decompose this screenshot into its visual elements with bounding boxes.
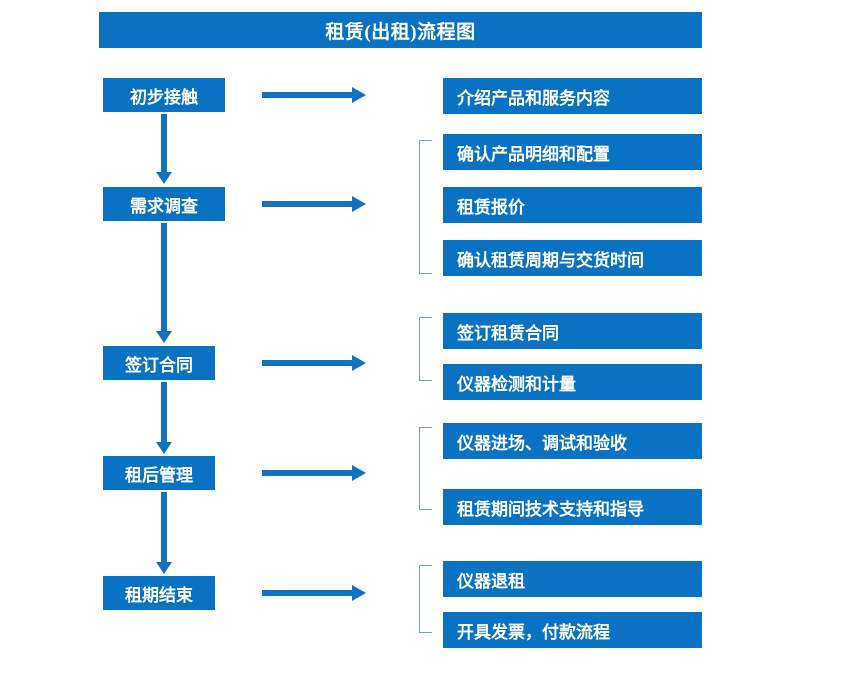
- page-title: 租赁(出租)流程图: [99, 12, 702, 48]
- vertical-arrow-4-5: [155, 492, 173, 574]
- group-bracket-2: [419, 140, 432, 274]
- stage-box-4[interactable]: 租后管理: [103, 456, 215, 490]
- group-bracket-3: [419, 317, 432, 381]
- vertical-arrow-1-2: [155, 114, 173, 184]
- detail-box-4[interactable]: 确认租赁周期与交货时间: [443, 240, 702, 276]
- stage-box-1[interactable]: 初步接触: [103, 78, 225, 112]
- group-bracket-5: [419, 565, 432, 633]
- detail-box-3[interactable]: 租赁报价: [443, 187, 702, 223]
- group-bracket-4: [419, 427, 432, 510]
- stage-box-5[interactable]: 租期结束: [103, 576, 215, 610]
- detail-box-6[interactable]: 仪器检测和计量: [443, 364, 702, 400]
- stage-box-2[interactable]: 需求调查: [103, 187, 225, 221]
- detail-box-5[interactable]: 签订租赁合同: [443, 313, 702, 349]
- vertical-arrow-2-3: [155, 223, 173, 343]
- stage-box-3[interactable]: 签订合同: [103, 346, 215, 380]
- detail-box-8[interactable]: 租赁期间技术支持和指导: [443, 489, 702, 525]
- detail-box-2[interactable]: 确认产品明细和配置: [443, 134, 702, 170]
- detail-box-1[interactable]: 介绍产品和服务内容: [443, 78, 702, 114]
- right-arrow-2: [262, 195, 366, 213]
- vertical-arrow-3-4: [155, 382, 173, 454]
- detail-box-7[interactable]: 仪器进场、调试和验收: [443, 423, 702, 459]
- right-arrow-3: [262, 354, 366, 372]
- detail-box-10[interactable]: 开具发票，付款流程: [443, 612, 702, 648]
- right-arrow-4: [262, 464, 366, 482]
- right-arrow-5: [262, 584, 366, 602]
- detail-box-9[interactable]: 仪器退租: [443, 561, 702, 597]
- right-arrow-1: [262, 86, 366, 104]
